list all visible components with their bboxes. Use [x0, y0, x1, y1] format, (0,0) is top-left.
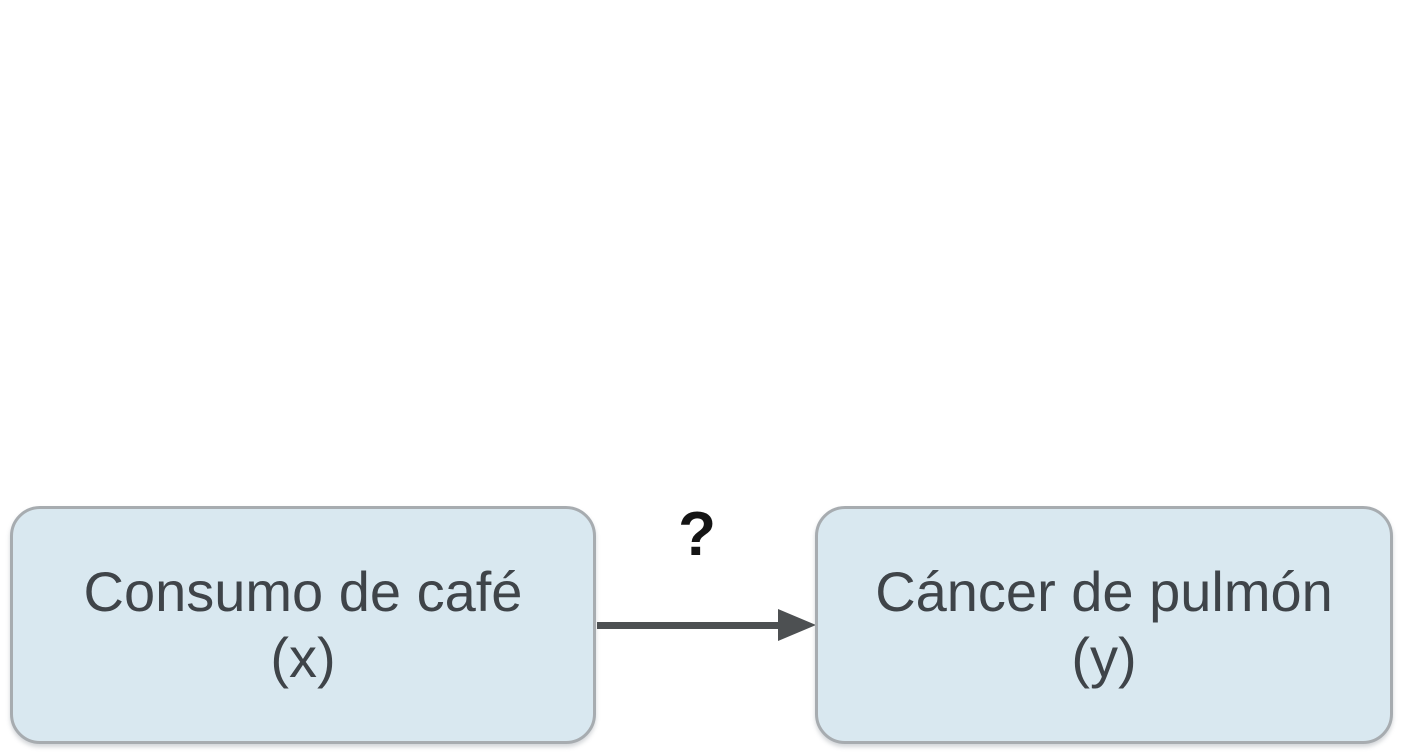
node-variable-label: (y) — [1071, 626, 1137, 689]
arrow-head-icon — [778, 609, 816, 641]
node-label: Cáncer de pulmón — [875, 560, 1333, 623]
node-lung-cancer: Cáncer de pulmón (y) — [815, 506, 1393, 744]
node-variable-label: (x) — [270, 626, 336, 689]
edge-question-label: ? — [678, 500, 716, 569]
arrow-line — [597, 622, 780, 629]
node-coffee-consumption: Consumo de café (x) — [10, 506, 596, 744]
node-label: Consumo de café — [83, 560, 523, 623]
